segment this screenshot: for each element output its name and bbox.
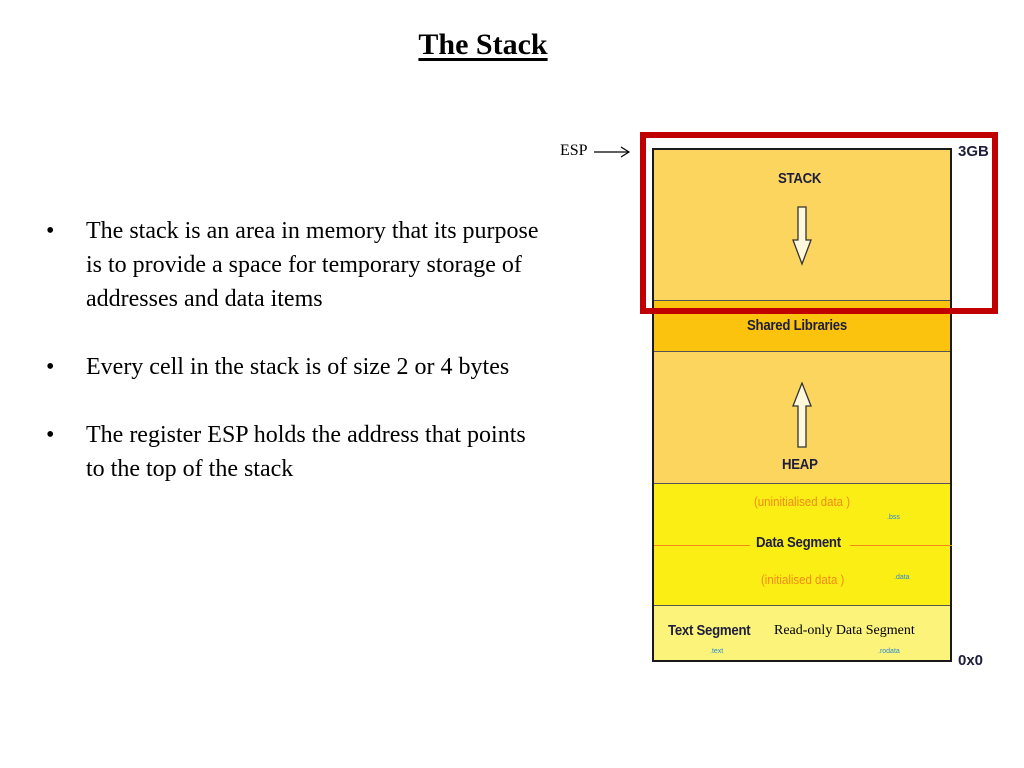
bottom-address-label: 0x0 [958, 652, 984, 669]
text-segment-label: Text Segment [668, 622, 751, 639]
bullet-text: Every cell in the stack is of size 2 or … [86, 354, 510, 380]
heap-segment: HEAP [654, 352, 950, 484]
heap-label: HEAP [782, 456, 818, 473]
text-section-label: .text [710, 648, 724, 655]
stack-segment: STACK [654, 150, 950, 301]
slide-title: The Stack [418, 28, 548, 61]
data-section-label: .data [894, 574, 910, 581]
bullet-item: • Every cell in the stack is of size 2 o… [46, 350, 546, 384]
bullet-dot: • [46, 422, 55, 448]
down-arrow-icon [792, 206, 812, 266]
data-segment-label: Data Segment [756, 534, 841, 551]
bullet-text: The register ESP holds the address that … [86, 422, 526, 482]
bullet-dot: • [46, 354, 55, 380]
bullet-item: • The stack is an area in memory that it… [46, 214, 546, 316]
data-segment: (uninitialised data ) .bss Data Segment … [654, 484, 952, 606]
stack-highlight-box [640, 132, 998, 314]
initialised-data-label: (initialised data ) [761, 572, 845, 587]
bullet-text: The stack is an area in memory that its … [86, 218, 539, 312]
bss-label: .bss [887, 514, 900, 521]
bullet-list: • The stack is an area in memory that it… [46, 214, 546, 520]
text-segment: Text Segment Read-only Data Segment .tex… [654, 606, 950, 660]
shared-libraries-label: Shared Libraries [747, 317, 847, 334]
divider-line-right [850, 545, 952, 546]
rodata-section-label: .rodata [878, 648, 900, 655]
esp-label: ESP [560, 142, 588, 159]
up-arrow-icon [792, 382, 812, 448]
bullet-dot: • [46, 218, 55, 244]
uninitialised-data-label: (uninitialised data ) [754, 494, 851, 509]
stack-label: STACK [778, 170, 822, 187]
bullet-item: • The register ESP holds the address tha… [46, 418, 546, 486]
top-address-label: 3GB [958, 143, 989, 160]
esp-pointer-arrow-icon [594, 146, 631, 158]
read-only-data-segment-label: Read-only Data Segment [774, 623, 915, 638]
divider-line-left [654, 545, 750, 546]
